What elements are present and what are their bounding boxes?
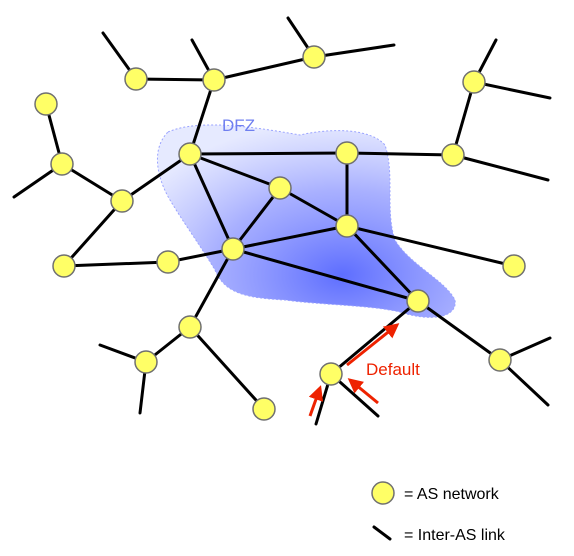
as-network-node: [156, 250, 180, 274]
inter-as-link: [188, 325, 266, 411]
inter-as-link: [212, 55, 316, 82]
as-network-node: [50, 152, 74, 176]
inter-as-link: [472, 80, 552, 100]
inter-as-link: [231, 186, 282, 251]
inter-as-link: [188, 152, 282, 190]
as-network-node: [488, 348, 512, 372]
inter-as-link: [188, 152, 235, 251]
default-arrow: [308, 385, 324, 417]
default-route-arrows: [308, 323, 400, 417]
as-network-node: [335, 214, 359, 238]
dfz-region: [156, 124, 456, 318]
as-network-node: [462, 70, 486, 94]
default-arrow: [346, 323, 400, 367]
inter-as-link: [188, 151, 349, 156]
inter-as-link: [345, 151, 455, 157]
inter-as-link: [62, 260, 170, 268]
inter-as-link: [188, 247, 235, 329]
inter-as-link: [134, 77, 216, 82]
inter-as-link: [451, 80, 476, 157]
default-arrow: [347, 378, 379, 405]
as-network-node: [502, 254, 526, 278]
as-network-node: [319, 362, 343, 386]
as-network-node: [178, 142, 202, 166]
inter-as-link: [188, 78, 216, 156]
as-network-node: [268, 176, 292, 200]
inter-as-link: [231, 224, 349, 251]
inter-as-link: [345, 224, 420, 303]
as-network-node: [252, 397, 276, 421]
as-network-nodes: [34, 45, 526, 421]
as-network-node: [110, 189, 134, 213]
inter-as-link: [416, 299, 502, 362]
inter-as-link: [120, 152, 192, 203]
legend-link-icon: [372, 525, 392, 541]
inter-as-link: [278, 186, 349, 228]
inter-as-link: [231, 247, 420, 303]
as-network-node: [335, 141, 359, 165]
as-network-node: [406, 289, 430, 313]
as-network-node: [124, 67, 148, 91]
inter-as-link: [62, 199, 124, 268]
as-network-node: [221, 237, 245, 261]
as-network-node: [202, 68, 226, 92]
inter-as-link: [329, 299, 420, 376]
dfz-label: DFZ: [222, 116, 255, 135]
as-network-node: [302, 45, 326, 69]
inter-as-links: [12, 16, 552, 426]
as-network-node: [52, 254, 76, 278]
legend-node-label: = AS network: [404, 486, 500, 503]
as-network-node: [134, 350, 158, 374]
default-label: Default: [366, 360, 420, 379]
as-network-node: [34, 92, 58, 116]
inter-as-link: [312, 43, 396, 59]
legend: = AS network = Inter-AS link: [371, 481, 506, 544]
inter-as-link: [451, 153, 550, 182]
as-network-node: [441, 143, 465, 167]
legend-node-icon: [371, 481, 395, 505]
as-network-node: [178, 315, 202, 339]
inter-as-link: [345, 224, 516, 268]
legend-link-label: = Inter-AS link: [404, 527, 506, 544]
